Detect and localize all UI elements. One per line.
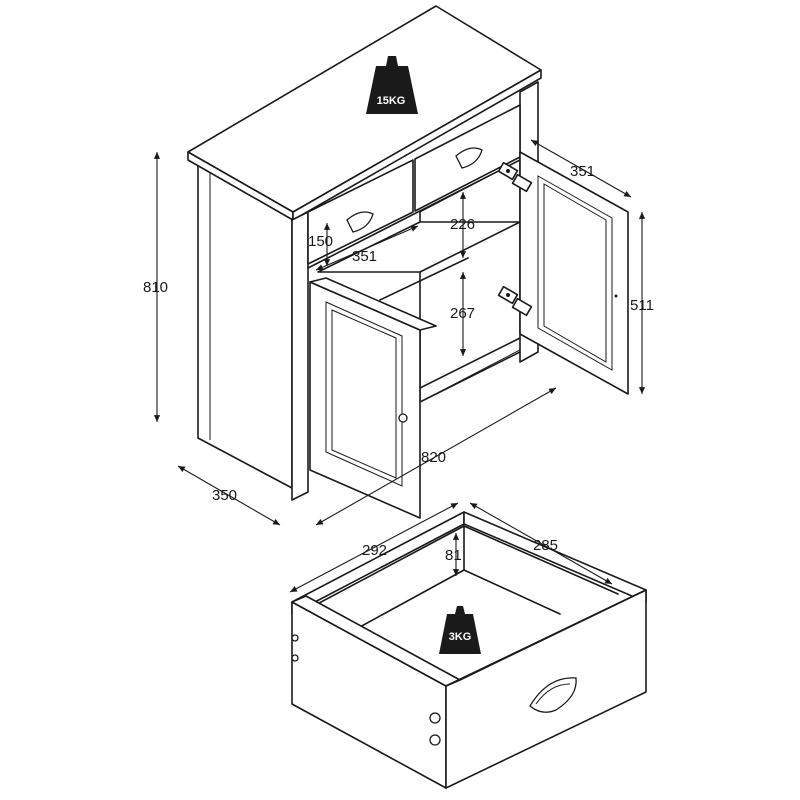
dim-door-351: 351 [570,163,595,180]
dim-depth-350: 350 [212,487,237,504]
cabinet-dimensions: 810 350 820 150 351 351 226 267 511 [143,139,654,526]
dim-height-810: 810 [143,279,168,296]
dim-drawer-81: 81 [445,547,462,564]
dim-inner-351: 351 [352,248,377,265]
weight-label-cabinet: 15KG [377,95,406,107]
drawer-right-side [463,511,647,603]
dim-upper-226: 226 [450,216,475,233]
dim-drawer-285: 285 [533,537,558,554]
dim-width-820: 820 [421,449,446,466]
cabinet: 15KG [187,5,629,519]
dim-drawer-292: 292 [362,542,387,559]
dim-door-511: 511 [630,297,654,314]
dim-lower-267: 267 [450,305,475,322]
weight-icon: 3KG [439,606,481,654]
hinge-icon [497,161,533,193]
cabinet-front-frame [291,211,309,501]
weight-icon: 15KG [366,56,418,114]
drawer: 3KG [291,511,647,789]
drawer-dimensions: 292 285 81 [289,502,613,593]
weight-label-drawer: 3KG [449,631,472,643]
cup-handle-icon [529,677,577,713]
drawer-back [291,511,465,615]
hinge-icon [497,285,533,317]
knob-icon [398,413,408,423]
dim-drawer-150: 150 [308,233,333,250]
cup-handle-icon [455,147,483,169]
